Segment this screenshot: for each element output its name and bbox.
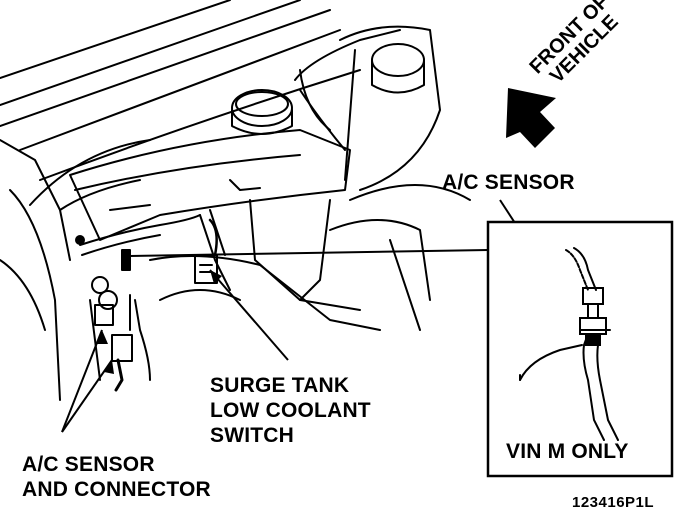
hoses [79, 29, 401, 381]
figure-code: 123416P1L [572, 494, 655, 511]
ac-sensor-connector-cluster [75, 235, 133, 392]
inset-connector-line [129, 249, 489, 257]
sensor-leader-a [61, 329, 103, 433]
upper-reservoir [339, 25, 441, 191]
inset-caption: VIN M ONLY [506, 440, 629, 463]
ac-sensor-connector-line2: AND CONNECTOR [22, 478, 211, 501]
sensor-leader-b [61, 359, 113, 433]
surge-tank-label-line3: SWITCH [210, 424, 295, 447]
arrow-down-left-icon [506, 88, 556, 148]
ac-sensor-inset-label: A/C SENSOR [442, 171, 575, 194]
leader-arrowheads [96, 270, 222, 374]
engine-block [89, 184, 471, 381]
fender-area [0, 139, 141, 401]
ac-sensor-connector-line1: A/C SENSOR [22, 453, 155, 476]
vin-m-inset [486, 220, 674, 478]
switch-leader [209, 269, 289, 361]
hood-outline [0, 0, 361, 206]
surge-tank-label-line2: LOW COOLANT [210, 399, 371, 422]
reservoir-cap [231, 89, 293, 135]
surge-tank-label-line1: SURGE TANK [210, 374, 350, 397]
